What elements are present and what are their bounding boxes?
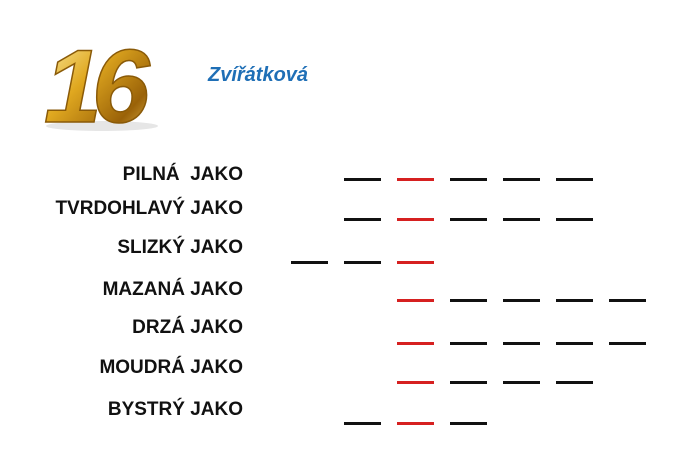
row-label: TVRDOHLAVÝ JAKO <box>55 198 243 219</box>
highlighted-letter-blank <box>397 178 434 181</box>
letter-blank <box>450 218 487 221</box>
highlighted-letter-blank <box>397 299 434 302</box>
letter-blank <box>344 261 381 264</box>
row-label: MAZANÁ JAKO <box>102 279 243 300</box>
highlighted-letter-blank <box>397 422 434 425</box>
letter-blank <box>450 381 487 384</box>
highlighted-letter-blank <box>397 218 434 221</box>
row-label: SLIZKÝ JAKO <box>117 237 243 258</box>
letter-blank <box>556 381 593 384</box>
letter-blank <box>503 381 540 384</box>
letter-blank <box>344 218 381 221</box>
number-16-logo: 16 <box>40 22 162 146</box>
letter-blank <box>450 342 487 345</box>
letter-blank <box>450 422 487 425</box>
row-label: BYSTRÝ JAKO <box>107 399 243 420</box>
row-label: PILNÁ JAKO <box>122 164 243 185</box>
svg-text:16: 16 <box>44 29 151 134</box>
letter-blank <box>503 299 540 302</box>
letter-blank <box>556 299 593 302</box>
letter-blank <box>291 261 328 264</box>
letter-blank <box>344 178 381 181</box>
letter-blank <box>450 178 487 181</box>
row-label: DRZÁ JAKO <box>132 317 243 338</box>
letter-blank <box>503 178 540 181</box>
letter-blank <box>556 342 593 345</box>
letter-blank <box>609 299 646 302</box>
highlighted-letter-blank <box>397 342 434 345</box>
letter-blank <box>503 342 540 345</box>
letter-blank <box>344 422 381 425</box>
highlighted-letter-blank <box>397 261 434 264</box>
letter-blank <box>556 218 593 221</box>
letter-blank <box>609 342 646 345</box>
row-label: MOUDRÁ JAKO <box>99 357 243 378</box>
letter-blank <box>503 218 540 221</box>
letter-blank <box>450 299 487 302</box>
highlighted-letter-blank <box>397 381 434 384</box>
letter-blank <box>556 178 593 181</box>
worksheet-title: Zvířátková <box>208 64 309 86</box>
